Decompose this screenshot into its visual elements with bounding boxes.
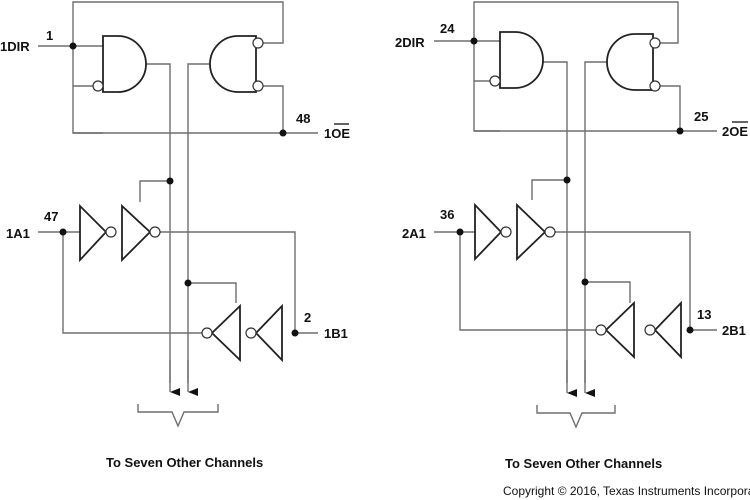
a-buffer-output-wire: [555, 231, 717, 331]
a-to-b-inverter: [79, 203, 108, 263]
junction-dot: [69, 42, 77, 50]
dir-label: 1DIR: [0, 39, 30, 54]
b-label: 1B1: [324, 326, 348, 341]
b-pin: 2: [304, 310, 311, 325]
junction-dot: [279, 129, 287, 137]
dir-pin: 24: [440, 21, 455, 36]
inverter-output-bubble: [245, 327, 257, 339]
junction-dot: [470, 37, 478, 45]
b-to-a-tristate-inverter: [210, 303, 241, 363]
dir-feedback-loop: [72, 1, 284, 46]
a-feedback-wire: [459, 232, 597, 331]
b-to-a-tristate-inverter: [604, 300, 635, 360]
brace: [536, 405, 616, 429]
junction-dot: [291, 329, 299, 337]
junction-dot: [184, 279, 192, 287]
and-output-wire: [144, 63, 171, 383]
b-pin: 13: [697, 307, 711, 322]
inverter-output-bubble: [201, 327, 213, 339]
inverter-output-bubble: [500, 226, 512, 238]
and-output-wire: [542, 61, 568, 383]
footer-text: To Seven Other Channels: [106, 455, 263, 470]
and-gate-inverting-input-bubble: [489, 75, 501, 87]
nand-gate: [209, 35, 257, 93]
and-gate: [102, 35, 147, 93]
a-to-b-tristate-inverter: [121, 203, 152, 263]
junction-dot: [456, 228, 464, 236]
a-label: 1A1: [6, 226, 30, 241]
b-to-a-inverter: [254, 303, 283, 363]
channel-1: 1DIR 1 1OE 48 1A1 47 1B1 2 To Seven Othe…: [0, 1, 350, 470]
channel-2: 2DIR 24 2OE 25 2A1 36 2B1 13 To Seven Ot…: [395, 1, 748, 471]
b-enable-wire: [585, 281, 631, 303]
a-pin: 36: [440, 207, 454, 222]
inverter-output-bubble: [544, 226, 556, 238]
footer-text: To Seven Other Channels: [505, 456, 662, 471]
a-label: 2A1: [402, 226, 426, 241]
b-enable-wire: [188, 282, 237, 303]
dir-pin: 1: [46, 28, 53, 43]
junction-dot: [686, 326, 694, 334]
oe-pin: 25: [694, 109, 708, 124]
a-to-b-tristate-inverter: [516, 202, 547, 262]
oe-label: 2OE: [722, 124, 748, 139]
and-gate: [499, 31, 544, 89]
oe-wire: [474, 85, 717, 132]
b-to-a-inverter: [653, 300, 682, 360]
nand-gate-input-bubble: [649, 37, 661, 49]
brace: [137, 404, 219, 428]
junction-dot: [676, 127, 684, 135]
inverter-output-bubble: [149, 226, 161, 238]
junction-dot: [166, 177, 174, 185]
inverter-output-bubble: [105, 226, 117, 238]
a-feedback-wire: [62, 232, 203, 334]
oe-label: 1OE: [324, 126, 350, 141]
nand-gate-input-bubble: [252, 37, 264, 49]
junction-dot: [59, 228, 67, 236]
nand-output-wire: [187, 63, 210, 383]
nand-gate: [606, 33, 654, 91]
junction-dot: [563, 176, 571, 184]
a-enable-wire: [531, 179, 567, 200]
copyright-text: Copyright © 2016, Texas Instruments Inco…: [503, 484, 750, 498]
a-enable-wire: [139, 180, 170, 202]
a-buffer-output-wire: [160, 231, 318, 334]
inverter-output-bubble: [595, 324, 607, 336]
a-pin: 47: [44, 209, 58, 224]
a-to-b-inverter: [474, 202, 503, 262]
nand-output-wire: [584, 61, 609, 383]
oe-pin: 48: [296, 111, 310, 126]
and-gate-inverting-input-bubble: [92, 80, 104, 92]
nand-gate-input-bubble: [649, 80, 661, 92]
nand-gate-input-bubble: [252, 80, 264, 92]
dir-feedback-loop: [473, 1, 679, 44]
junction-dot: [581, 278, 589, 286]
b-label: 2B1: [722, 323, 746, 338]
dir-label: 2DIR: [395, 35, 425, 50]
oe-wire: [73, 85, 318, 134]
inverter-output-bubble: [644, 324, 656, 336]
